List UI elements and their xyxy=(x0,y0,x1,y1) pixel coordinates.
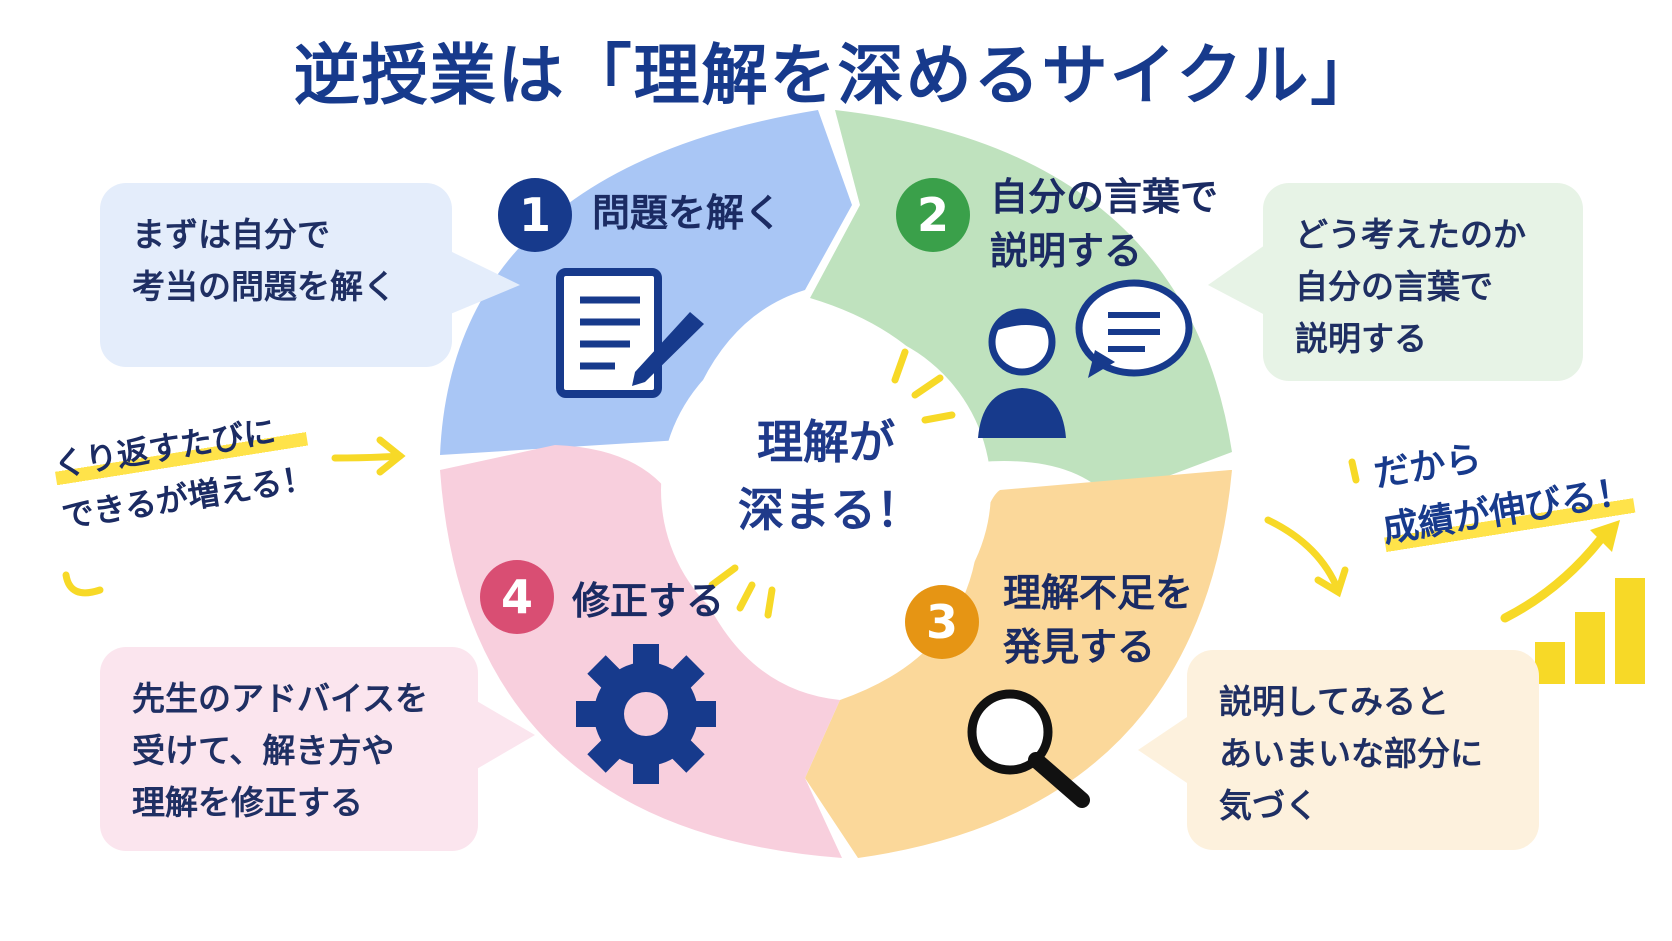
person-speech-icon xyxy=(978,279,1193,438)
sparkle-icon xyxy=(708,348,956,619)
callout-2-pointer xyxy=(1208,245,1265,315)
gear-icon xyxy=(576,644,716,784)
step-2-badge: 2 xyxy=(896,178,970,252)
center-circle xyxy=(661,325,991,655)
right-arrow-icon xyxy=(1264,458,1360,598)
callout-step-4: 先生のアドバイスを 受けて、解き方や 理解を修正する xyxy=(100,647,478,851)
page-title: 逆授業は「理解を深めるサイクル」 xyxy=(293,37,1379,114)
step-3-label: 理解不足を 発見する xyxy=(1003,571,1194,669)
center-text: 理解が 深まる！ xyxy=(738,415,922,537)
callout-3-pointer xyxy=(1138,715,1190,785)
segment-3 xyxy=(805,470,1232,858)
callout-step-2: どう考えたのか 自分の言葉で 説明する xyxy=(1263,183,1583,381)
callout-step-1: まずは自分で 考当の問題を解く xyxy=(100,183,452,367)
step-4-label: 修正する xyxy=(572,579,725,623)
callout-1-pointer xyxy=(448,250,520,315)
magnifier-icon xyxy=(967,689,1090,808)
document-pen-icon xyxy=(556,268,704,398)
step-1-badge: 1 xyxy=(498,178,572,252)
left-arrow-icon xyxy=(62,436,406,597)
callout-step-3: 説明してみると あいまいな部分に 気づく xyxy=(1187,650,1539,850)
callout-4-pointer xyxy=(475,700,535,770)
step-4-badge: 4 xyxy=(480,560,554,634)
step-1-label: 問題を解く xyxy=(592,191,783,235)
step-2-label: 自分の言葉で 説明する xyxy=(990,175,1219,273)
step-3-badge: 3 xyxy=(905,585,979,659)
growth-chart-icon xyxy=(1500,520,1645,684)
